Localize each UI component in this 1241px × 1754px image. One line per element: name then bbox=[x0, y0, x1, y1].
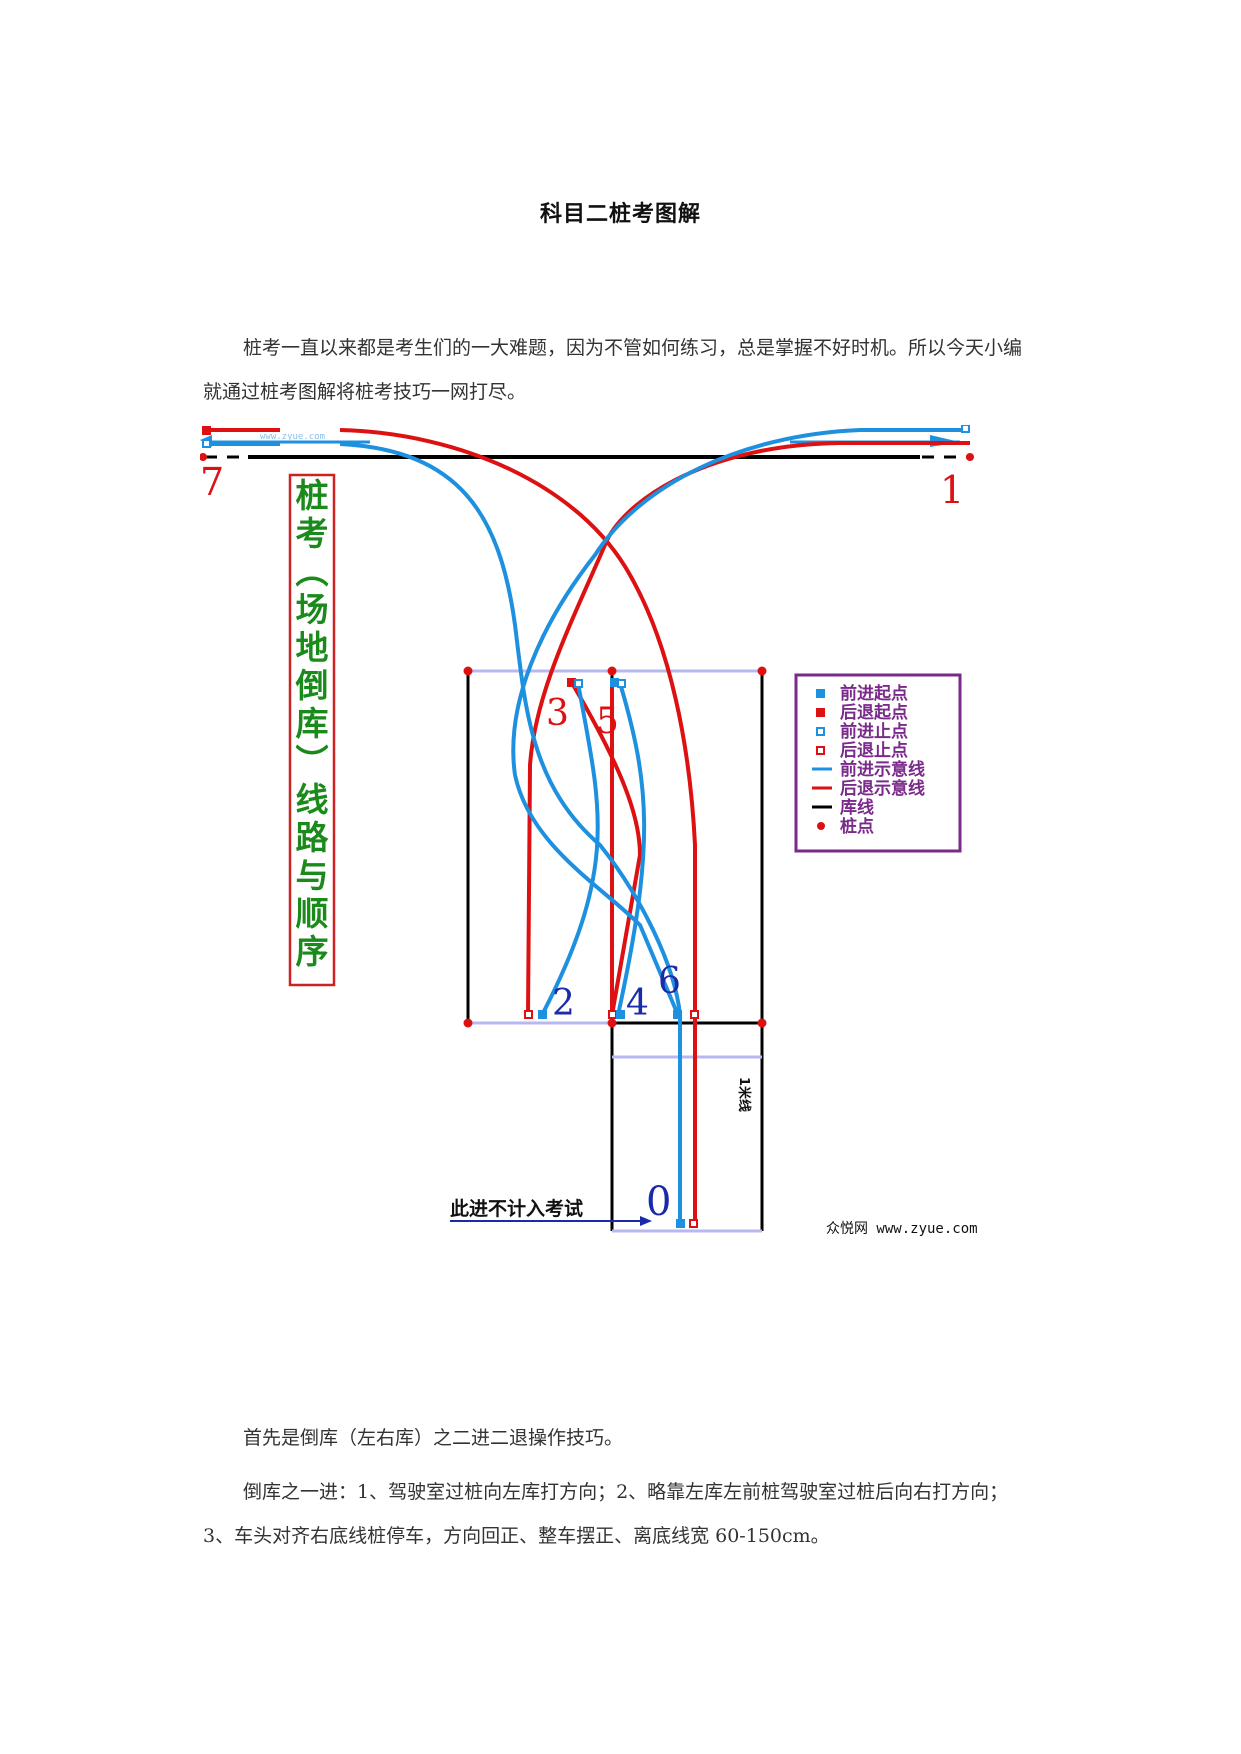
forward-paths bbox=[208, 428, 970, 1222]
vertical-title-char: ︶ bbox=[296, 742, 329, 781]
one-meter-label: 1米线 bbox=[736, 1077, 752, 1112]
endpoint-markers bbox=[202, 425, 970, 1228]
legend-item: 后退止点 bbox=[816, 740, 908, 761]
legend-item: 前进止点 bbox=[816, 721, 908, 742]
point-label-0: 0 bbox=[646, 1179, 671, 1225]
vertical-title-char: 序 bbox=[296, 932, 329, 971]
backward-paths bbox=[208, 428, 970, 1222]
legend-label: 后退示意线 bbox=[840, 778, 925, 799]
note-arrow bbox=[450, 1216, 652, 1226]
page-title: 科目二桩考图解 bbox=[539, 202, 701, 227]
legend-item: 后退起点 bbox=[816, 702, 908, 723]
legend-label: 前进示意线 bbox=[840, 759, 925, 780]
bottom-watermark: 众悦网 www.zyue.com bbox=[826, 1221, 978, 1237]
legend-symbol bbox=[816, 727, 825, 736]
legend-symbol bbox=[817, 822, 825, 830]
vertical-title-char: 地 bbox=[296, 628, 329, 667]
legend-label: 后退起点 bbox=[840, 702, 908, 723]
legend-item: 库线 bbox=[812, 797, 874, 818]
legend-label: 后退止点 bbox=[840, 740, 908, 761]
point-label-4: 4 bbox=[626, 983, 649, 1024]
vertical-title-box bbox=[288, 473, 336, 987]
point-label-3: 3 bbox=[546, 693, 569, 734]
point-label-6: 6 bbox=[658, 961, 681, 1002]
vertical-title-char: 考 bbox=[296, 514, 329, 553]
vertical-title-char: 路 bbox=[296, 818, 330, 857]
step-paragraph: 倒库之一进：1、驾驶室过桩向左库打方向；2、略靠左库左前桩驾驶室过桩后向右打方向… bbox=[203, 1481, 1009, 1547]
point-label-2: 2 bbox=[552, 983, 575, 1024]
top-watermark: www.zyue.com bbox=[260, 432, 325, 442]
legend-item: 后退示意线 bbox=[812, 778, 925, 799]
legend-item: 前进起点 bbox=[816, 683, 908, 704]
legend-label: 库线 bbox=[840, 797, 874, 818]
legend-label: 桩点 bbox=[840, 816, 874, 837]
legend-label: 前进起点 bbox=[840, 683, 908, 704]
exclusion-note: 此进不计入考试 bbox=[450, 1197, 583, 1220]
point-label-7: 7 bbox=[200, 460, 224, 504]
legend-item: 前进示意线 bbox=[812, 759, 925, 780]
vertical-title-char: 桩 bbox=[296, 476, 329, 515]
legend-symbol bbox=[816, 689, 825, 698]
pile-points bbox=[463, 666, 767, 1028]
vertical-title-char: 场 bbox=[296, 590, 329, 629]
legend-symbol bbox=[816, 708, 825, 717]
vertical-title-char: ︵ bbox=[296, 552, 329, 591]
section-paragraph: 首先是倒库（左右库）之二进二退操作技巧。 bbox=[243, 1427, 624, 1449]
legend-item: 桩点 bbox=[817, 816, 874, 837]
vertical-title-char: 库 bbox=[296, 704, 329, 743]
point-label-5: 5 bbox=[596, 701, 619, 742]
vertical-title-char: 倒 bbox=[295, 666, 329, 705]
intro-paragraph: 桩考一直以来都是考生们的一大难题，因为不管如何练习，总是掌握不好时机。所以今天小… bbox=[203, 337, 1023, 403]
point-label-1: 1 bbox=[940, 468, 964, 512]
vertical-title-char: 顺 bbox=[296, 894, 329, 933]
vertical-title-char: 与 bbox=[296, 856, 329, 895]
legend-label: 前进止点 bbox=[840, 721, 908, 742]
legend-symbol bbox=[816, 746, 825, 755]
vertical-title-char: 线 bbox=[296, 780, 329, 819]
